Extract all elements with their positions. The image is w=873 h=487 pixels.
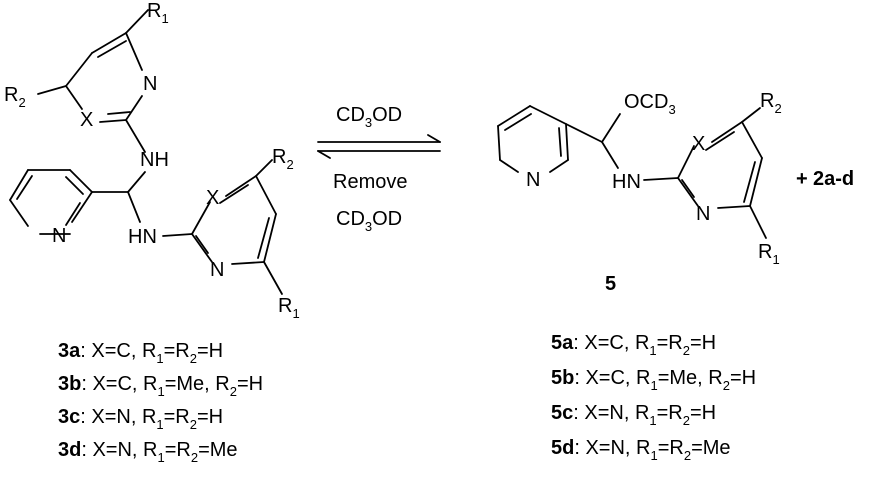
legend-line-3c: 3c: X=N, R1=R2=H <box>58 406 223 432</box>
product-pyrimidine-ring <box>643 107 767 239</box>
coproduct-label: 2a-d <box>813 168 854 190</box>
legend-line-3b: 3b: X=C, R1=Me, R2=H <box>58 373 263 399</box>
top-pyrimidine-ring <box>37 9 149 153</box>
atom-product-n: N <box>696 203 710 225</box>
atom-n-lower: N <box>210 259 224 281</box>
atom-pyridine-n: N <box>52 225 66 247</box>
ocd3-group: OCD3 <box>624 91 676 117</box>
legend-line-5c: 5c: X=N, R1=R2=H <box>551 402 716 428</box>
product-legend: 5a: X=C, R1=R2=H 5b: X=C, R1=Me, R2=H 5c: … <box>551 332 756 463</box>
lower-pyrimidine-ring <box>162 159 283 295</box>
r1-label-product: R1 <box>758 241 780 267</box>
atom-product-pyridine-n: N <box>526 169 540 191</box>
left-pyridine-ring <box>9 169 93 235</box>
product-pyridine-ring <box>497 105 603 173</box>
r2-label-product: R2 <box>760 90 782 116</box>
reactant-legend: 3a: X=C, R1=R2=H 3b: X=C, R1=Me, R2=H 3c: … <box>58 340 263 465</box>
r2-label-top: R2 <box>4 84 26 110</box>
legend-line-5d: 5d: X=N, R1=R2=Me <box>551 437 731 463</box>
condition-above: CD3OD <box>336 104 402 130</box>
atom-product-x: X <box>692 133 705 155</box>
atom-product-hn: HN <box>612 171 641 193</box>
legend-line-3d: 3d: X=N, R1=R2=Me <box>58 439 238 465</box>
compound-number-5: 5 <box>605 273 616 295</box>
condition-below: CD3OD <box>336 208 402 234</box>
atom-hn: HN <box>128 226 157 248</box>
r2-label-lower: R2 <box>272 146 294 172</box>
atom-n: N <box>143 73 157 95</box>
legend-line-3a: 3a: X=C, R1=R2=H <box>58 340 223 366</box>
plus-sign: + <box>796 168 808 190</box>
legend-line-5a: 5a: X=C, R1=R2=H <box>551 332 716 358</box>
legend-line-5b: 5b: X=C, R1=Me, R2=H <box>551 367 756 393</box>
reactant-3-structure: N X R1 R2 NH N HN <box>4 0 300 321</box>
r1-label-lower: R1 <box>278 295 300 321</box>
atom-nh: NH <box>140 149 169 171</box>
r1-label-top: R1 <box>147 0 169 26</box>
atom-x: X <box>80 109 93 131</box>
atom-x-lower: X <box>206 187 219 209</box>
equilibrium-arrow <box>317 134 441 159</box>
product-5-structure: N OCD3 HN X N R2 R1 + 2a-d 5 <box>497 90 854 295</box>
condition-middle: Remove <box>333 171 407 193</box>
